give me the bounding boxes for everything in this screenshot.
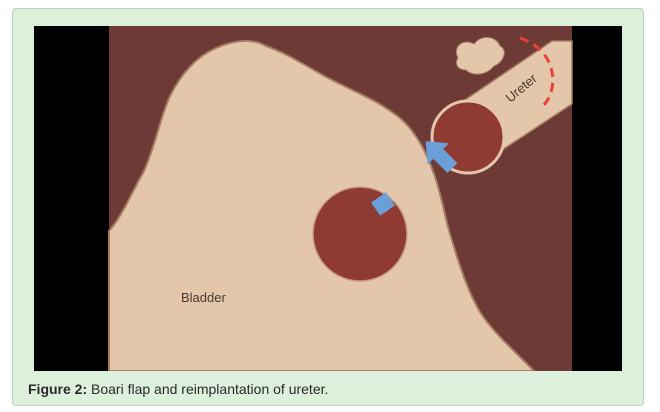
- bladder-label: Bladder: [181, 290, 226, 305]
- figure-caption: Figure 2: Boari flap and reimplantation …: [28, 381, 328, 397]
- letterbox-right: [572, 26, 622, 371]
- letterbox-left: [34, 26, 109, 371]
- caption-text: Boari flap and reimplantation of ureter.: [87, 381, 328, 397]
- bladder-opening: [313, 187, 407, 281]
- boari-flap-diagram: Bladder Ureter: [34, 26, 622, 371]
- caption-label: Figure 2:: [28, 381, 87, 397]
